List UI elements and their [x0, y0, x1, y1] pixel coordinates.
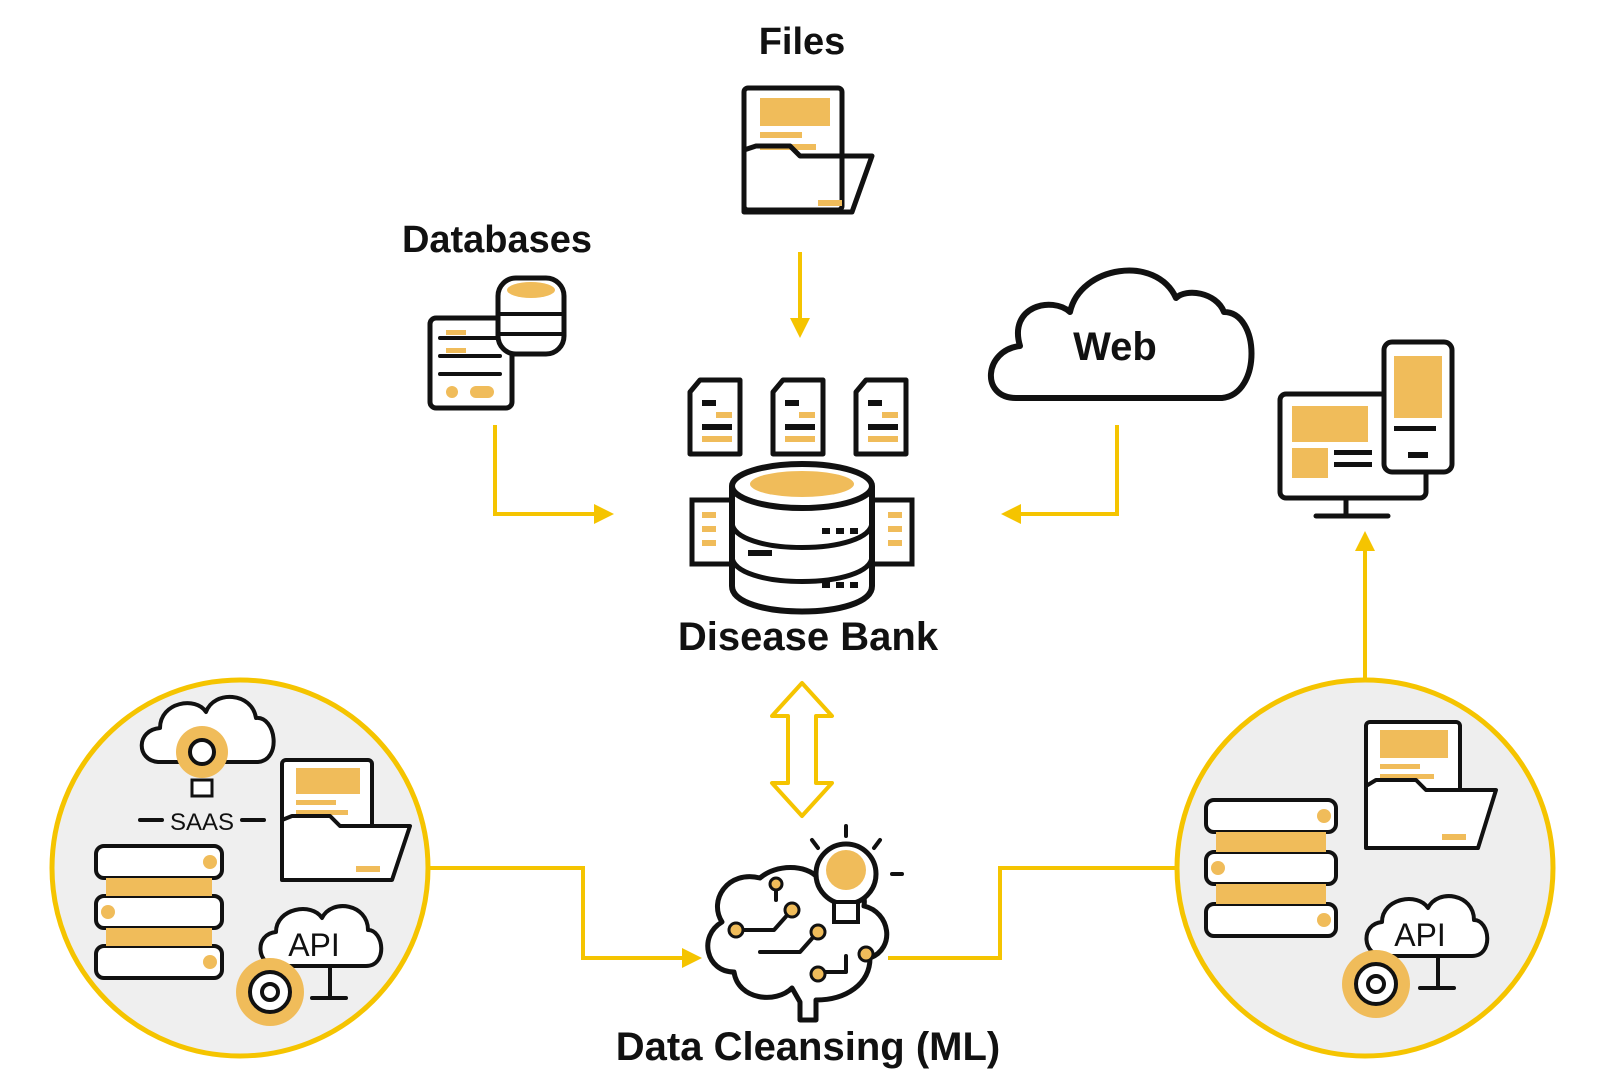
cleansing-to-outputs-connector [888, 866, 1175, 960]
web-label: Web [1073, 325, 1157, 369]
saas-text: SAAS [170, 809, 234, 836]
databases-label: Databases [402, 219, 592, 261]
api-storage-outputs-icon: API [1174, 677, 1556, 1059]
files-folder-icon [741, 85, 875, 215]
saas-api-sources-icon: SAAS API [49, 677, 431, 1059]
data-cleansing-label: Data Cleansing (ML) [616, 1025, 1000, 1069]
bank-cleansing-double-arrow [770, 681, 834, 818]
cloud-icon [987, 267, 1255, 401]
databases-to-bank-arrow [493, 425, 614, 524]
files-label: Files [759, 21, 846, 63]
central-database-icon [687, 377, 915, 615]
api-right-text: API [1394, 917, 1446, 953]
brain-lightbulb-icon [705, 824, 904, 1023]
sources-to-cleansing-arrow [425, 866, 702, 968]
connectors [425, 252, 1375, 968]
disease-bank-label: Disease Bank [678, 615, 939, 659]
web-to-bank-arrow [1001, 425, 1119, 524]
database-server-icon [427, 275, 567, 411]
desktop-mobile-icon [1277, 339, 1455, 519]
api-left-text: API [288, 927, 340, 963]
